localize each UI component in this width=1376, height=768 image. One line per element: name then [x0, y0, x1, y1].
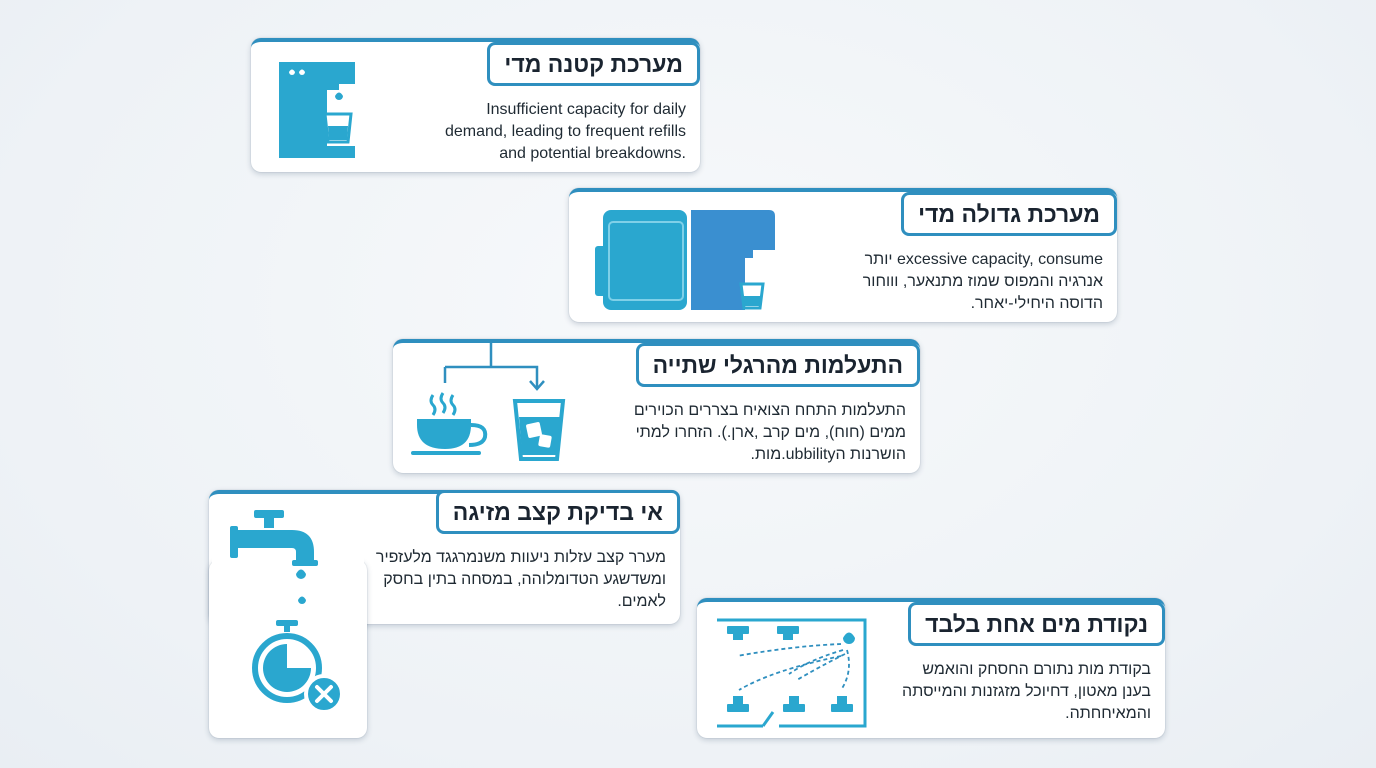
card-description: excessive capacity, consume יותר אנרגיה …	[862, 251, 1103, 312]
card-description: בקודת מות נתורם החסחק והואמש בענן מאטון,…	[902, 661, 1151, 722]
card-title: נקודת מים אחת בלבד	[908, 602, 1165, 646]
card-title: אי בדיקת קצב מזיגה	[435, 490, 680, 534]
card-title: מערכת גדולה מדי	[901, 192, 1117, 236]
card-title: מערכת קטנה מדי	[487, 42, 700, 86]
card-title: התעלמות מהרגלי שתייה	[635, 343, 920, 387]
card-description: התעלמות התחח הצואיח בצררים הכוירים ממים …	[633, 402, 906, 463]
card-single-water-point: נקודת מים אחת בלבד בקודת מות נתורם החסחק…	[697, 598, 1165, 738]
card-description: מערר קצב עזלות ניעוות משנמרגגד מלעזפיר ו…	[375, 549, 666, 610]
card-large-system: מערכת גדולה מדי excessive capacity, cons…	[569, 188, 1117, 322]
coffee-to-water-icon	[411, 343, 566, 461]
card-small-system: מערכת קטנה מדי Insufficient capacity for…	[251, 38, 700, 172]
office-layout-icon	[717, 618, 867, 728]
card-description: Insufficient capacity for daily demand, …	[444, 101, 686, 162]
card-joint	[212, 555, 364, 625]
large-dispenser-icon	[595, 210, 775, 310]
faucet-timer-icon	[230, 510, 344, 714]
card-drinking-habits: התעלמות מהרגלי שתייה התעלמות התחח הצואיח…	[393, 339, 920, 473]
water-dispenser-icon	[279, 62, 355, 158]
